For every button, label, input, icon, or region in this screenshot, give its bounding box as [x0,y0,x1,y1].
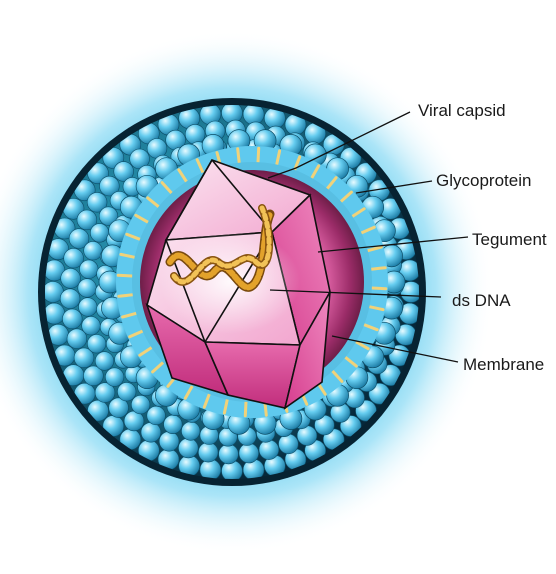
glycoprotein-stick [118,275,132,276]
surface-bead [78,279,97,298]
surface-bead [82,316,101,335]
surface-bead [164,415,183,434]
surface-bead [95,352,114,371]
label-ds-dna: ds DNA [452,291,511,310]
glycoprotein-stick [371,268,385,270]
glycoprotein-stick [372,288,386,289]
surface-bead [222,103,243,124]
surface-bead [259,440,279,460]
label-membrane: Membrane [463,355,544,374]
label-glycoprotein: Glycoprotein [436,171,531,190]
glycoprotein-stick [238,149,240,163]
glycoprotein-stick [245,402,246,416]
glycoprotein-stick [119,295,133,297]
surface-bead [105,368,124,387]
surface-bead [219,444,239,464]
surface-bead [185,124,205,144]
surface-bead [279,434,299,454]
label-tegument: Tegument [472,230,547,249]
surface-bead [141,422,161,442]
surface-bead [147,406,166,425]
surface-bead [239,443,259,463]
surface-bead [79,298,98,317]
label-viral-capsid: Viral capsid [418,101,506,120]
surface-bead [131,395,150,414]
surface-bead [60,289,80,309]
surface-bead [90,224,109,243]
surface-bead [198,442,218,462]
glycoprotein-stick [258,148,259,162]
surface-bead [61,269,81,289]
surface-bead [62,309,82,329]
surface-bead [87,335,106,354]
surface-bead [159,431,179,451]
surface-bead [181,422,200,441]
surface-bead [178,438,198,458]
surface-bead [80,260,99,279]
surface-bead [84,241,103,260]
surface-bead [117,382,136,401]
surface-bead [222,461,243,482]
